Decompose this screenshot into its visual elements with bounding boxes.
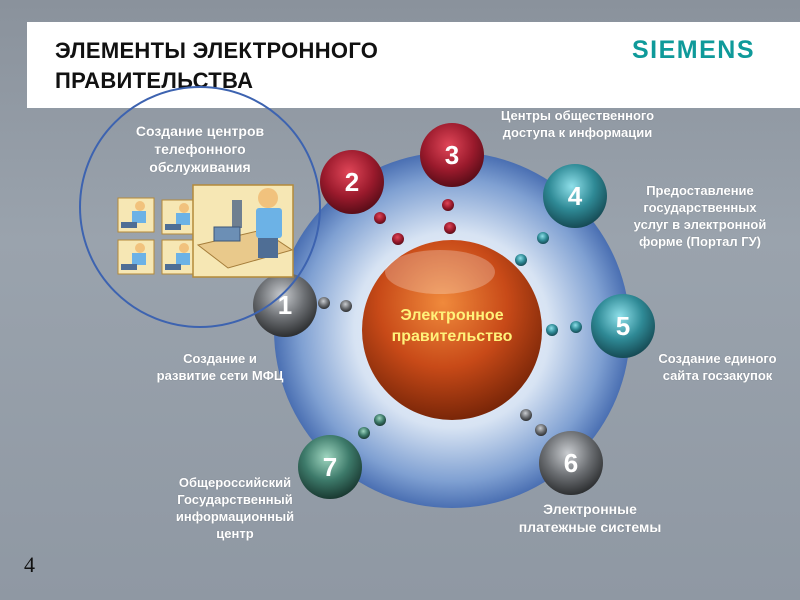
operator-main (193, 185, 293, 277)
node-6-number: 6 (541, 450, 601, 476)
connector-dot (535, 424, 547, 436)
center-label: Электронное правительство (360, 305, 544, 347)
operator-thumb (118, 198, 154, 232)
connector-dot (374, 212, 386, 224)
node-3-label: Центры общественного доступа к информаци… (465, 107, 690, 141)
node-1-label: Создание и развитие сети МФЦ (130, 350, 310, 384)
connector-dot (520, 409, 532, 421)
node-4-label: Предоставление государственных услуг в э… (605, 182, 795, 250)
node-3-number: 3 (422, 142, 482, 168)
node-1-number: 1 (255, 292, 315, 318)
connector-dot (392, 233, 404, 245)
center-core-shine (385, 250, 495, 294)
node-2-label: Создание центров телефонного обслуживани… (110, 122, 290, 176)
connector-dot (570, 321, 582, 333)
node-6-label: Электронные платежные системы (480, 500, 700, 536)
connector-dot (374, 414, 386, 426)
connector-dot (340, 300, 352, 312)
node-5-label: Создание единого сайта госзакупок (635, 350, 800, 384)
node-2-number: 2 (322, 169, 382, 195)
connector-dot (318, 297, 330, 309)
connector-dot (442, 199, 454, 211)
call-center-operators-illustration (118, 185, 293, 277)
connector-dot (444, 222, 456, 234)
node-4-number: 4 (545, 183, 605, 209)
connector-dot (358, 427, 370, 439)
node-7-label: Общероссийский Государственный информаци… (140, 474, 330, 542)
page-number: 4 (24, 552, 35, 578)
connector-dot (515, 254, 527, 266)
connector-dot (537, 232, 549, 244)
operator-thumb (118, 240, 154, 274)
connector-dot (546, 324, 558, 336)
node-5-number: 5 (593, 313, 653, 339)
